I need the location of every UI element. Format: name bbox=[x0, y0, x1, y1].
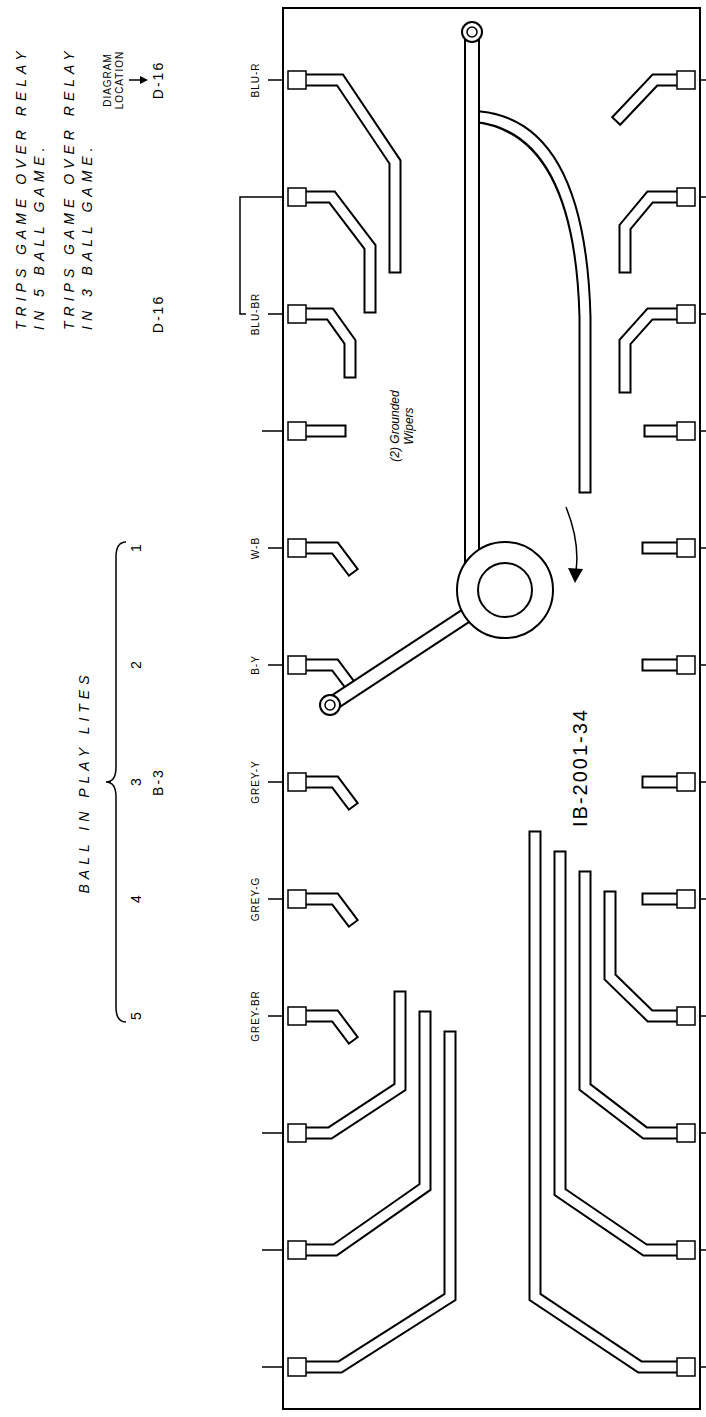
terminal-squares bbox=[677, 1241, 695, 1259]
location-arrow bbox=[140, 76, 148, 84]
note-text: TRIPS GAME OVER RELAY IN 5 BALL GAME. bbox=[12, 25, 48, 330]
terminal-squares bbox=[677, 656, 695, 674]
board-outline bbox=[283, 8, 700, 1409]
terminal-squares bbox=[677, 1358, 695, 1376]
wiper-hub bbox=[478, 563, 532, 617]
wire-color: BLU-BR bbox=[250, 293, 262, 336]
location-arrow bbox=[129, 76, 148, 84]
terminal-squares bbox=[288, 422, 306, 440]
terminal-squares bbox=[288, 890, 306, 908]
terminal-squares bbox=[677, 305, 695, 323]
wire-color: W-B bbox=[250, 537, 262, 559]
wire-color: GREY-G bbox=[250, 877, 262, 922]
ball-number: 1 bbox=[128, 544, 145, 552]
terminal-squares bbox=[288, 1124, 306, 1142]
column-header: DIAGRAM LOCATION bbox=[102, 43, 126, 117]
part-number: IB-2001-34 bbox=[568, 708, 592, 827]
wire-stubs bbox=[240, 197, 283, 314]
rotation-arrow bbox=[568, 568, 583, 583]
terminal-squares bbox=[288, 656, 306, 674]
rotation-arrow bbox=[566, 507, 583, 583]
wire-stubs bbox=[262, 80, 283, 1367]
wiper-arms bbox=[462, 22, 482, 42]
wiper-arms bbox=[467, 27, 477, 37]
wiper-hub bbox=[457, 542, 553, 638]
wire-color: GREY-BR bbox=[250, 990, 262, 1042]
wire-color: GREY-Y bbox=[250, 760, 262, 803]
terminal-squares bbox=[677, 188, 695, 206]
terminal-squares bbox=[288, 773, 306, 791]
wire-stubs bbox=[700, 80, 706, 1367]
location-arrow bbox=[129, 79, 141, 81]
board-outline bbox=[283, 8, 700, 1409]
terminal-squares bbox=[288, 71, 695, 1376]
terminal-squares bbox=[288, 1241, 306, 1259]
terminal-squares bbox=[677, 539, 695, 557]
group-label: BALL IN PLAY LITES bbox=[76, 670, 93, 893]
terminal-squares bbox=[677, 773, 695, 791]
wire-color: BLU-R bbox=[250, 62, 262, 97]
terminal-squares bbox=[677, 1007, 695, 1025]
wiper-note: (2) Grounded Wipers bbox=[388, 389, 416, 463]
terminal-squares bbox=[288, 1358, 306, 1376]
ball-brace bbox=[106, 542, 126, 1022]
wire-color: B-Y bbox=[250, 655, 262, 675]
terminal-squares bbox=[288, 1007, 306, 1025]
note-text: TRIPS GAME OVER RELAY IN 3 BALL GAME. bbox=[60, 25, 96, 330]
wiper-arms bbox=[325, 700, 335, 710]
terminal-squares bbox=[677, 422, 695, 440]
terminal-squares bbox=[677, 71, 695, 89]
ball-brace bbox=[106, 542, 126, 1022]
ball-number: 3 bbox=[128, 778, 145, 786]
terminal-squares bbox=[288, 305, 306, 323]
terminal-squares bbox=[677, 1124, 695, 1142]
wiper-arms bbox=[320, 695, 340, 715]
contact-traces bbox=[300, 80, 684, 1367]
diagram-location: B-3 bbox=[150, 768, 167, 796]
ball-number: 5 bbox=[128, 1012, 145, 1020]
terminal-squares bbox=[288, 71, 306, 89]
terminal-squares bbox=[288, 539, 306, 557]
terminal-squares bbox=[677, 890, 695, 908]
diagram-location: D-16 bbox=[150, 295, 167, 333]
ball-number: 4 bbox=[128, 895, 145, 903]
contact-traces bbox=[300, 80, 684, 1367]
terminal-squares bbox=[288, 188, 306, 206]
diagram-location: D-16 bbox=[150, 61, 167, 99]
rotation-arrow bbox=[566, 507, 577, 571]
contact-traces bbox=[300, 80, 684, 1367]
wiper-hub bbox=[457, 542, 553, 638]
ball-number: 2 bbox=[128, 661, 145, 669]
